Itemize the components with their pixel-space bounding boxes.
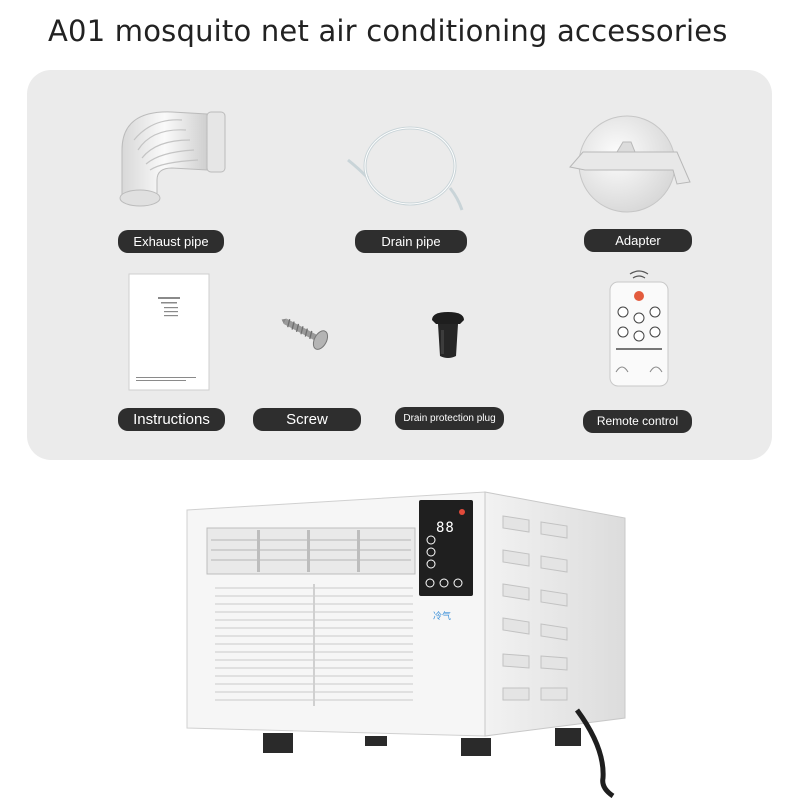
drain-pipe-label: Drain pipe bbox=[355, 230, 467, 253]
mode-text: 冷气 bbox=[433, 612, 452, 622]
screw-icon bbox=[278, 312, 333, 354]
remote-control-label: Remote control bbox=[583, 410, 692, 433]
page-title: A01 mosquito net air conditioning access… bbox=[48, 14, 728, 48]
instructions-icon bbox=[128, 273, 210, 391]
remote-control-icon bbox=[606, 268, 672, 390]
drain-pipe-icon bbox=[340, 118, 465, 218]
adapter-label: Adapter bbox=[584, 229, 692, 252]
drain-plug-icon bbox=[428, 310, 468, 360]
temperature-display: 88 bbox=[436, 520, 455, 536]
air-conditioner-unit: 88 冷气 bbox=[185, 488, 635, 798]
adapter-icon bbox=[565, 112, 695, 217]
exhaust-pipe-label: Exhaust pipe bbox=[118, 230, 224, 253]
screw-label: Screw bbox=[253, 408, 361, 431]
instructions-label: Instructions bbox=[118, 408, 225, 431]
exhaust-pipe-icon bbox=[112, 100, 232, 215]
drain-plug-label: Drain protection plug bbox=[395, 407, 504, 430]
